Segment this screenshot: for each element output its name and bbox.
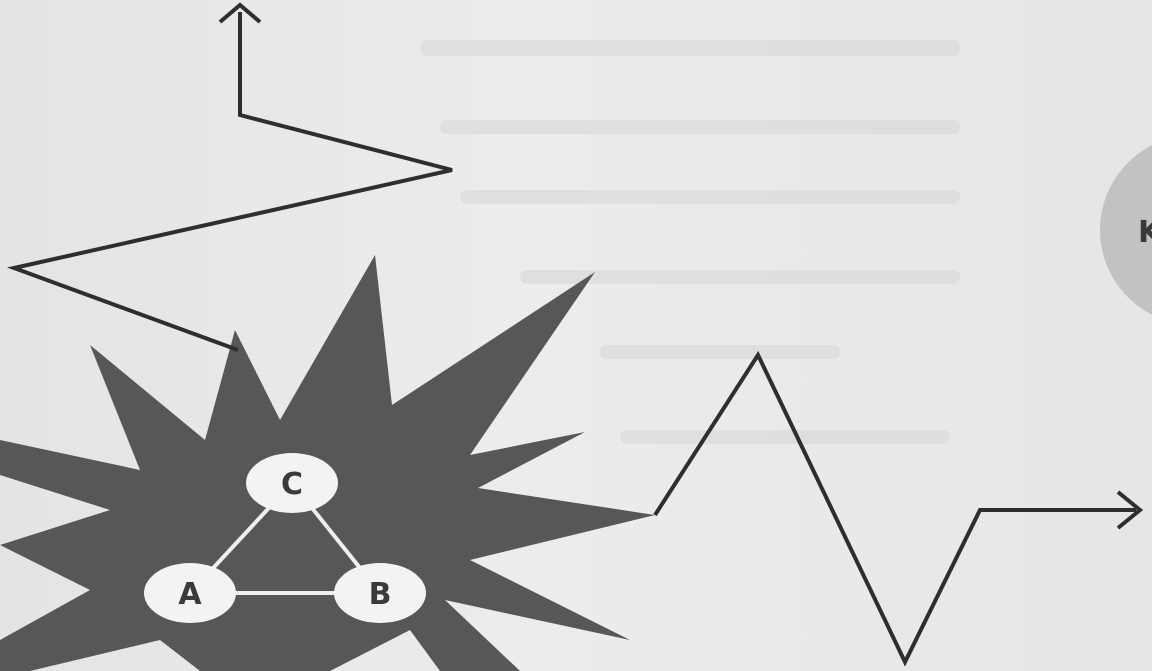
starburst-shape — [0, 255, 655, 671]
upper-zigzag-arrow — [14, 5, 452, 350]
node-a: A — [144, 563, 236, 623]
node-c-label: C — [281, 467, 303, 502]
node-a-label: A — [178, 577, 202, 612]
node-c: C — [246, 453, 338, 513]
right-circle: K — [1100, 135, 1152, 325]
right-circle-label: K — [1138, 215, 1152, 250]
right-zigzag-arrow — [655, 355, 1140, 662]
node-b: B — [334, 563, 426, 623]
node-b-label: B — [369, 577, 392, 612]
